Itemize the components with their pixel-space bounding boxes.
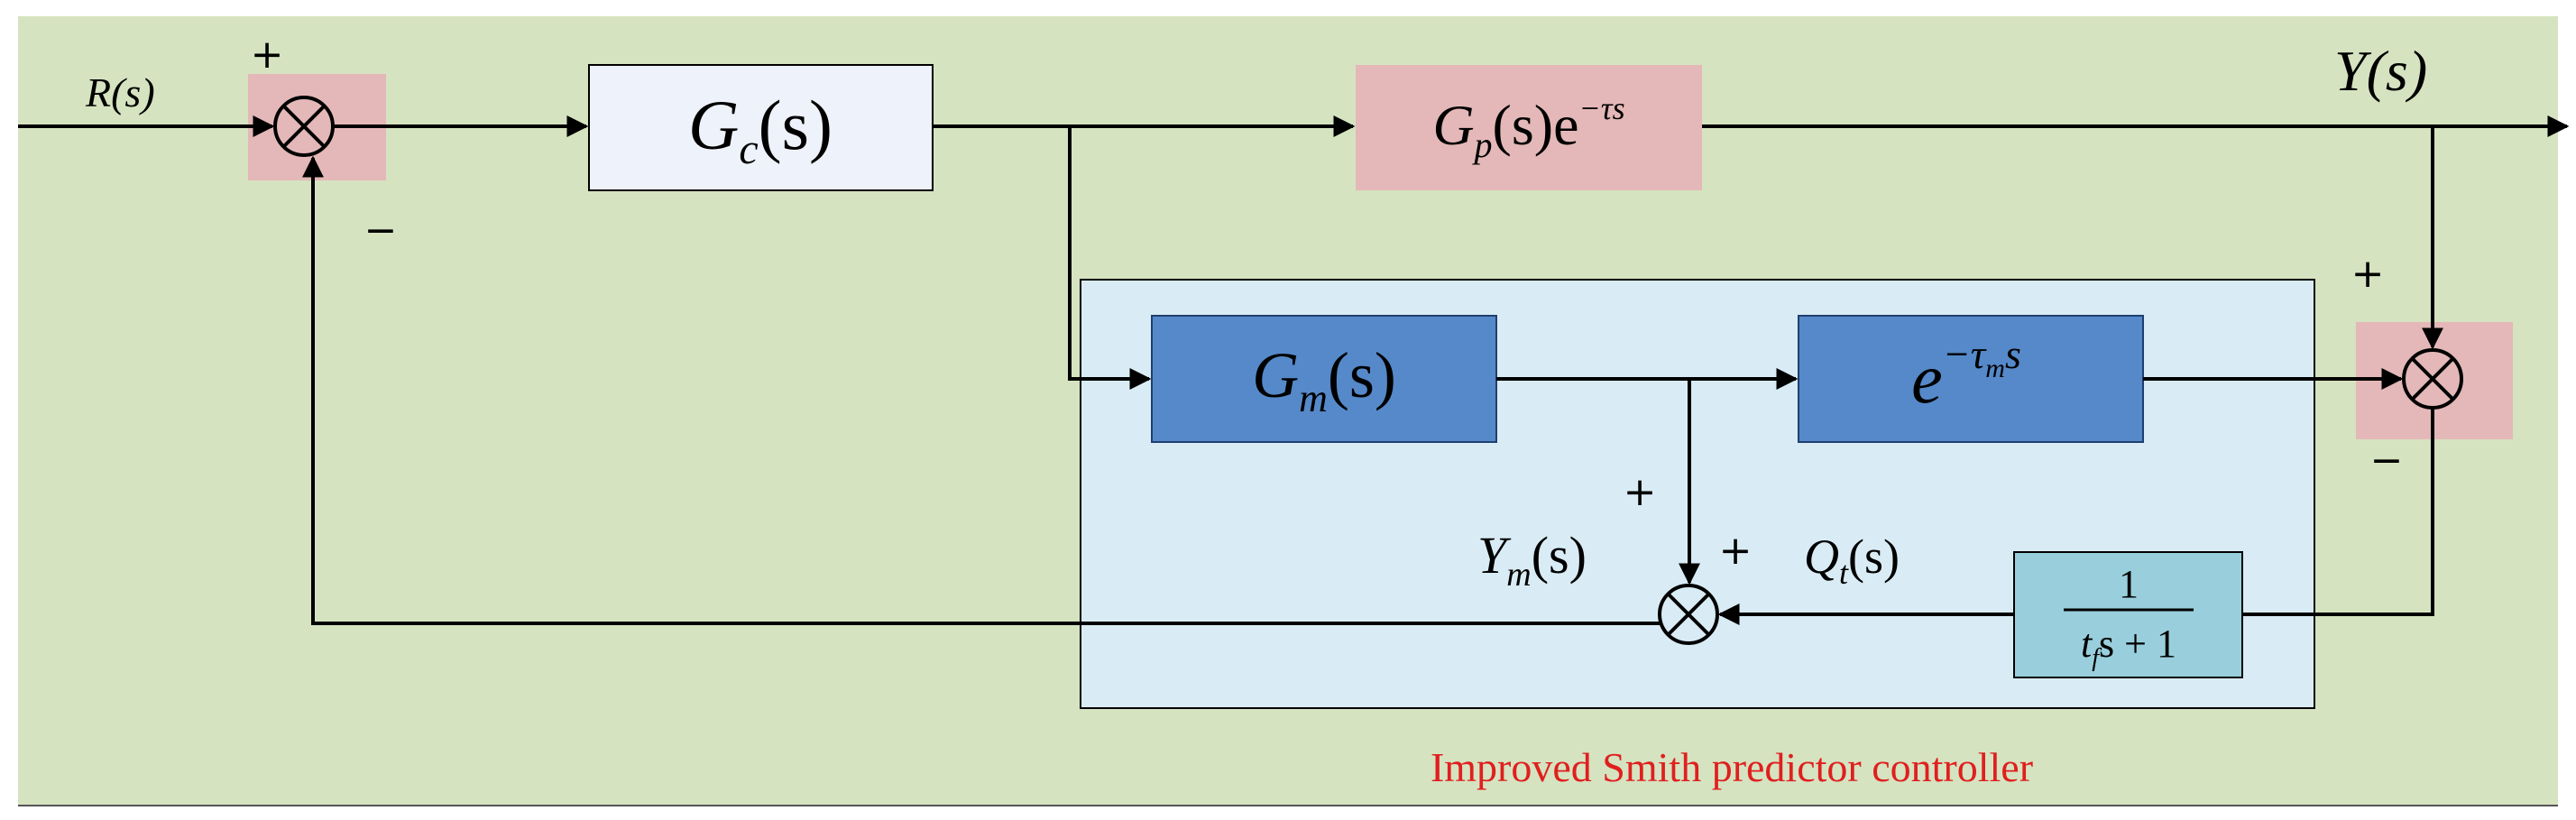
sum3-junction bbox=[1658, 584, 1719, 645]
model-delay-block bbox=[1798, 315, 2144, 443]
signal-lines bbox=[18, 115, 2570, 625]
plant-block bbox=[1356, 65, 1702, 190]
filter-denominator: tfs + 1 bbox=[2081, 622, 2176, 672]
filter-block bbox=[2013, 551, 2243, 678]
controller-label: Gc(s) bbox=[688, 86, 833, 173]
filter-numerator: 1 bbox=[2119, 562, 2139, 606]
sum3-plus-right: + bbox=[1719, 528, 1753, 574]
filtered-signal-label: Qt(s) bbox=[1804, 530, 1900, 591]
sum1-plus-sign: + bbox=[251, 32, 284, 78]
diagram-caption: Improved Smith predictor controller bbox=[1431, 744, 2033, 790]
sum3-plus-top: + bbox=[1624, 469, 1657, 515]
model-block bbox=[1151, 315, 1497, 443]
sum2-minus-sign: − bbox=[2370, 438, 2404, 484]
input-label: R(s) bbox=[85, 69, 155, 115]
model-label: Gm(s) bbox=[1252, 339, 1396, 420]
plant-label: Gp(s)e−τs bbox=[1432, 90, 1624, 165]
model-output-label: Ym(s) bbox=[1477, 526, 1587, 594]
sum2-plus-sign: + bbox=[2351, 251, 2385, 297]
model-delay-label: e−τms bbox=[1911, 331, 2021, 418]
output-label: Y(s) bbox=[2334, 39, 2427, 103]
controller-block bbox=[588, 64, 934, 191]
sum1-minus-sign: − bbox=[364, 207, 398, 253]
